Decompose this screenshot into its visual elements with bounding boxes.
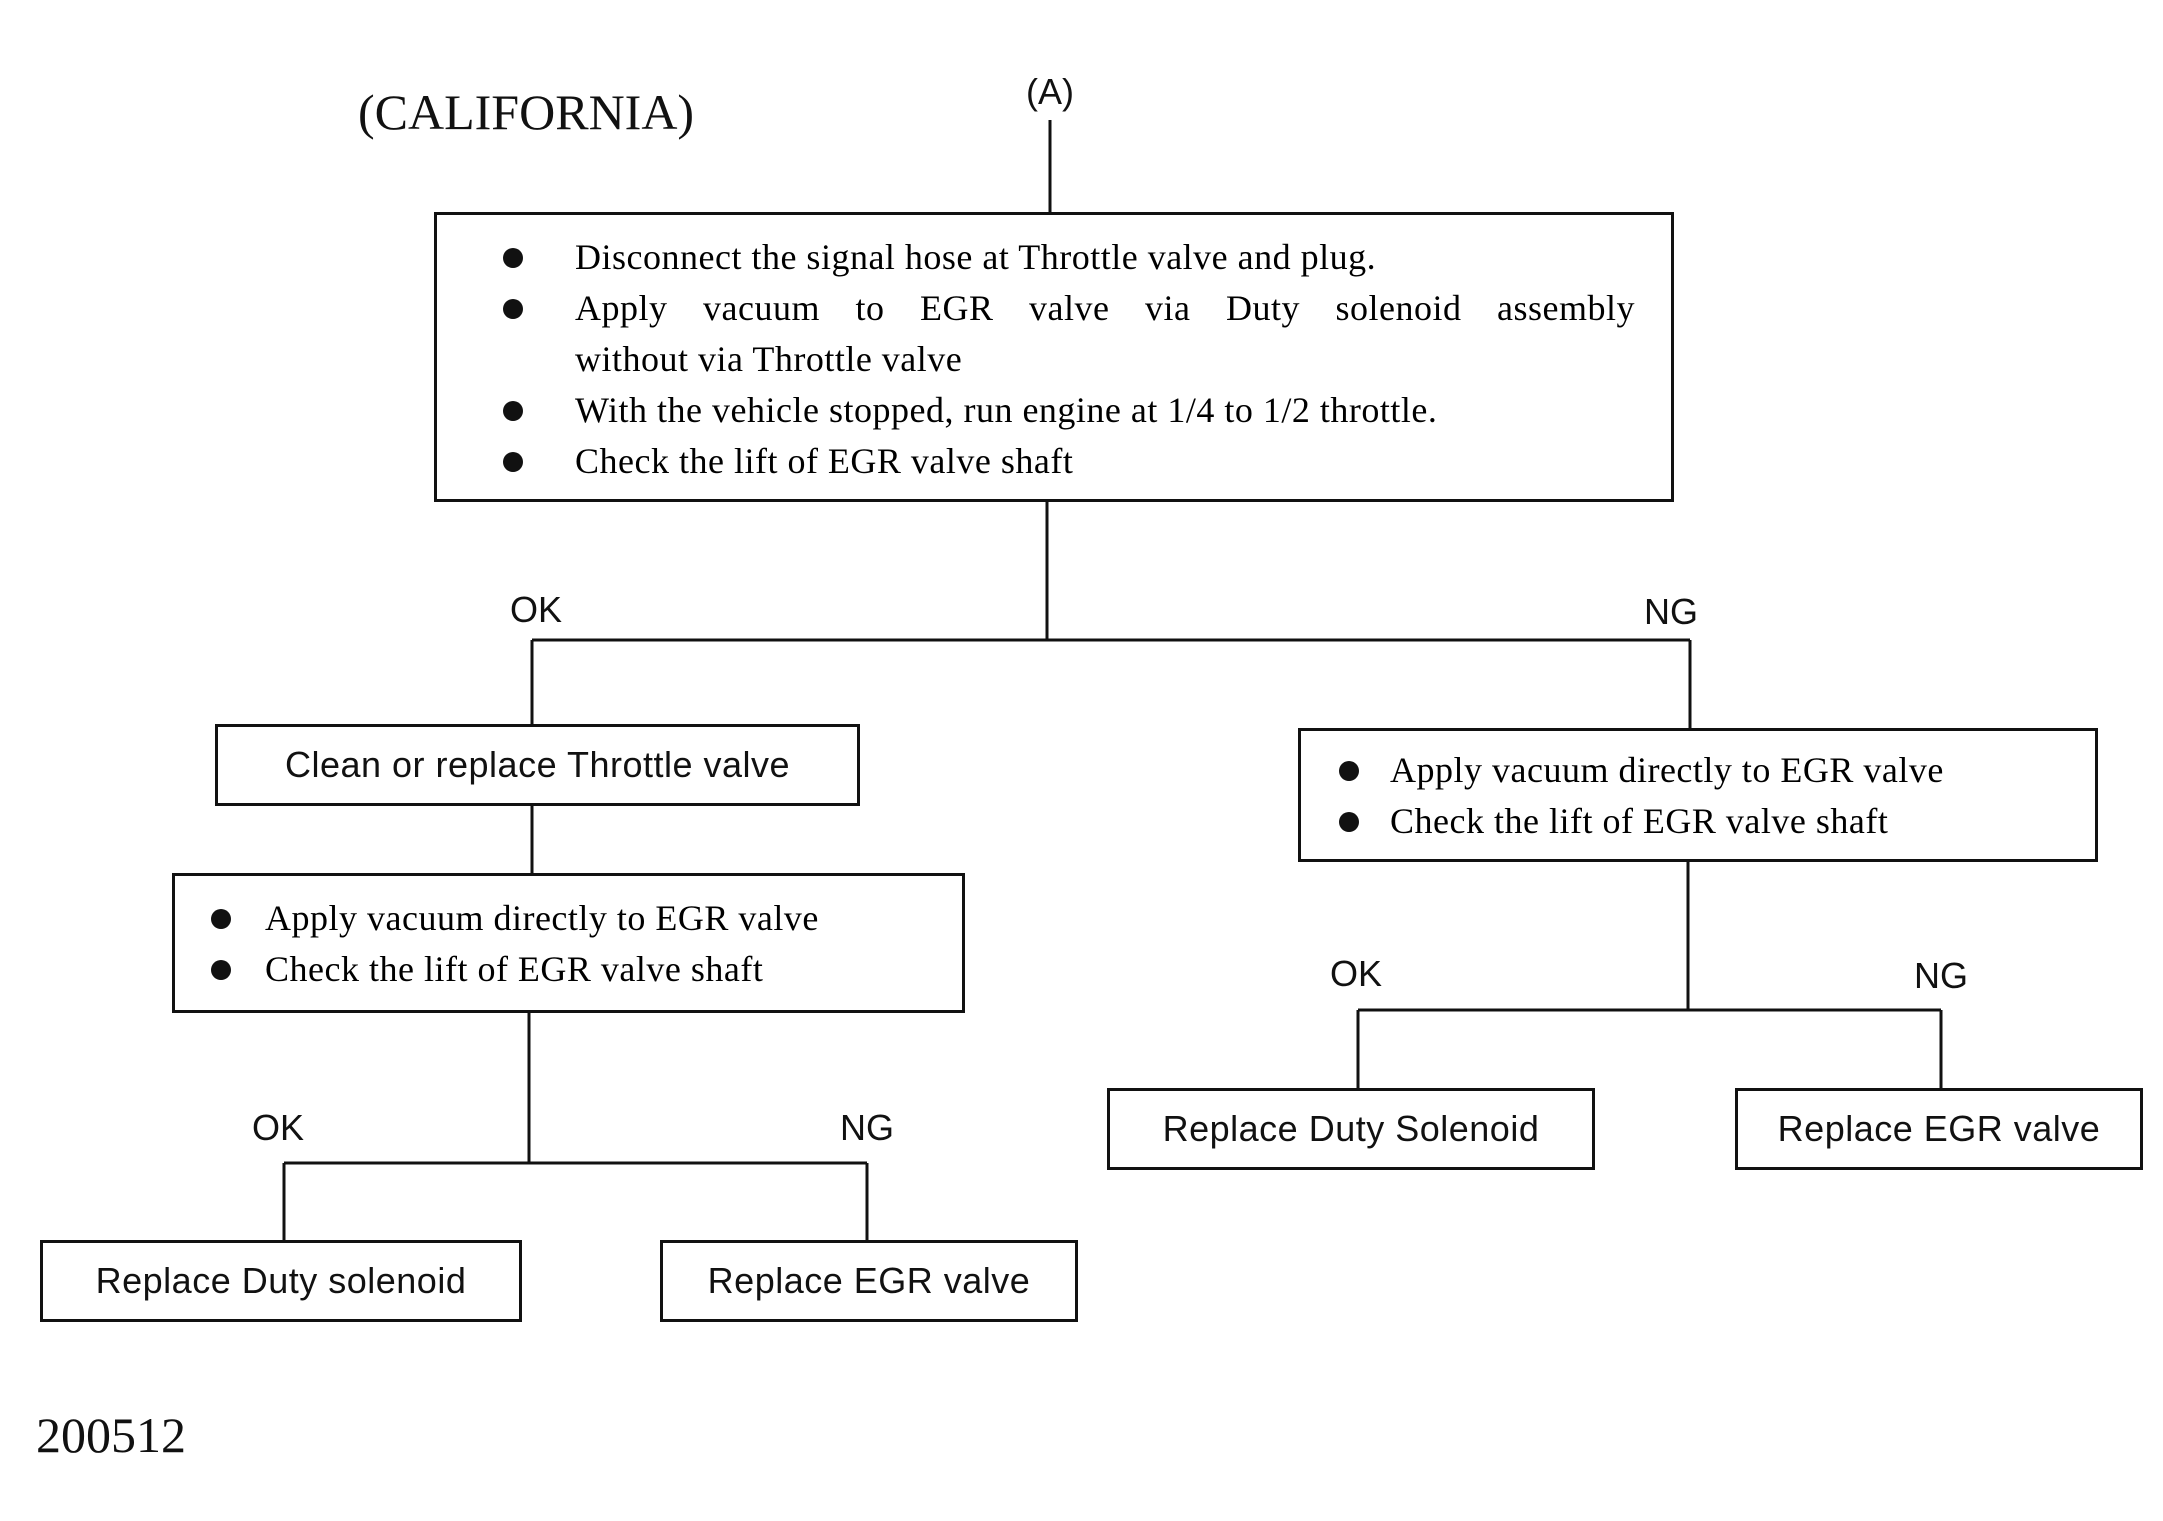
bullet-icon xyxy=(503,401,523,421)
bullet-icon xyxy=(503,248,523,268)
branch-label-ok: OK xyxy=(252,1107,305,1148)
bullet-icon xyxy=(211,960,231,980)
replace-egr-valve-box: Replace EGR valve xyxy=(660,1240,1078,1322)
main-step-item: Disconnect the signal hose at Throttle v… xyxy=(473,232,1635,283)
main-step-item: With the vehicle stopped, run engine at … xyxy=(473,385,1635,436)
bullet-icon xyxy=(503,299,523,319)
ng-path-check-box: Apply vacuum directly to EGR valve Check… xyxy=(1298,728,2098,862)
replace-egr-valve-box: Replace EGR valve xyxy=(1735,1088,2143,1170)
main-step-item: Check the lift of EGR valve shaft xyxy=(473,436,1635,487)
bullet-icon xyxy=(211,909,231,929)
clean-throttle-valve-box: Clean or replace Throttle valve xyxy=(215,724,860,806)
main-step-list: Disconnect the signal hose at Throttle v… xyxy=(473,232,1635,487)
main-step-item: Apply vacuum to EGR valve via Duty solen… xyxy=(473,283,1635,334)
figure-number: 200512 xyxy=(36,1407,186,1463)
check-item: Check the lift of EGR valve shaft xyxy=(175,944,962,995)
page-title: (CALIFORNIA) xyxy=(358,84,695,140)
branch-label-ok: OK xyxy=(510,589,563,630)
branch-label-ng: NG xyxy=(840,1107,894,1148)
bullet-icon xyxy=(503,452,523,472)
ok-path-check-box: Apply vacuum directly to EGR valve Check… xyxy=(172,873,965,1013)
replace-duty-solenoid-box: Replace Duty Solenoid xyxy=(1107,1088,1595,1170)
replace-duty-solenoid-box: Replace Duty solenoid xyxy=(40,1240,522,1322)
main-step-item-continuation: without via Throttle valve xyxy=(575,339,963,379)
ok-path-check-list: Apply vacuum directly to EGR valve Check… xyxy=(175,893,962,995)
entry-point-label: (A) xyxy=(1026,71,1074,112)
main-step-box: Disconnect the signal hose at Throttle v… xyxy=(434,212,1674,502)
branch-label-ng: NG xyxy=(1644,591,1698,632)
check-item: Check the lift of EGR valve shaft xyxy=(1301,796,2095,847)
branch-label-ng: NG xyxy=(1914,955,1968,996)
check-item: Apply vacuum directly to EGR valve xyxy=(1301,745,2095,796)
ng-path-check-list: Apply vacuum directly to EGR valve Check… xyxy=(1301,745,2095,847)
check-item: Apply vacuum directly to EGR valve xyxy=(175,893,962,944)
branch-label-ok: OK xyxy=(1330,953,1383,994)
bullet-icon xyxy=(1339,812,1359,832)
bullet-icon xyxy=(1339,761,1359,781)
